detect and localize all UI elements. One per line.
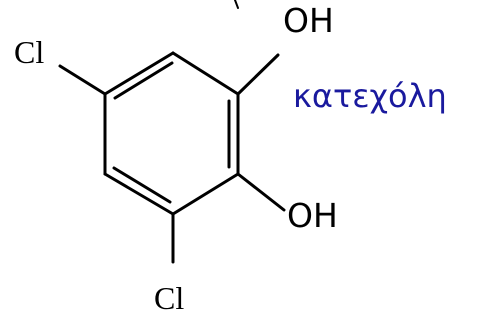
chlorine-label-top: Cl: [14, 34, 45, 70]
ring-bond-bottom-left: [103, 172, 175, 216]
double-bond-inner-bottom-left: [112, 166, 172, 204]
bond-to-cl-top: [58, 64, 107, 96]
compound-name-label: κατεχόλη: [293, 77, 447, 115]
ring-bond-top-left: [103, 51, 175, 96]
bond-to-oh-bottom: [236, 172, 286, 212]
bond-to-oh-top: [236, 53, 280, 96]
hydroxyl-label-bottom: OH: [287, 196, 338, 235]
hydroxyl-label-top: OH: [283, 1, 334, 40]
chlorine-label-bottom: Cl: [154, 280, 185, 316]
ring-bond-top-right: [171, 51, 240, 96]
ring-bond-bottom-right: [171, 172, 240, 216]
double-bond-inner-top: [113, 61, 174, 100]
top-stub-mark: [234, 0, 239, 9]
